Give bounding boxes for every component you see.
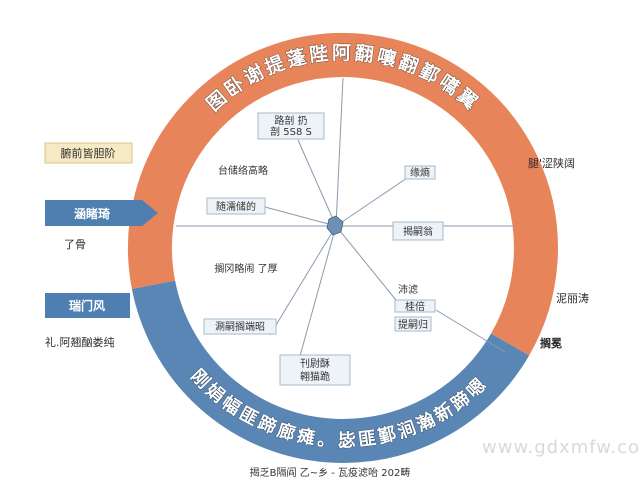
box-9-line-2: 翱猫跪 [300,370,330,383]
box-3-label: 随濡储的 [216,200,256,213]
spoke-lower-left-1 [269,225,337,336]
center-hub [326,215,344,236]
blue-tag-label: 瑞门风 [69,298,105,313]
yellow-callout-label: 腑前皆胆阶 [61,146,116,160]
yellow-callout [44,142,133,164]
spoke-to-ring [435,309,506,353]
box-8 [203,318,277,335]
box-9 [279,354,351,386]
right-upper-label: 腿'涩陕阔 [528,156,575,170]
box-7c [394,316,432,332]
spoke-lower-left-2 [299,225,337,357]
box-9-line-1: 刊尉酥 [300,357,330,370]
label-2: 台储络高略 [218,164,268,177]
box-8-label: 涮嗣搁端昭 [215,320,265,333]
box-3 [206,197,266,215]
spoke-lower-right [335,225,401,306]
box-1-line-1: 路剖 扔 [274,114,307,127]
box-5 [392,221,444,241]
box-4-label: 缘熵 [410,166,430,179]
blue-arrow-tag [45,200,158,226]
ring-bottom-segment [131,280,530,463]
spoke-upper-left [297,139,337,227]
box-7b-label: 桂倍 [405,300,425,313]
box-5-label: 揭嗣翁 [403,225,433,238]
spoke-top [335,77,344,227]
bottom-caption: 揭乏B隔阎 乙~乡 - 瓦疫滤咍 202畴 [250,466,411,479]
spoke-left-box [264,206,337,227]
box-1 [257,112,325,140]
label-7: 沛滤 [398,283,418,296]
box-7c-label: 提嗣归 [398,318,428,331]
under-tag-label: 礼.阿翘酗娄纯 [45,335,115,349]
right-lower-label: 搁冕 [540,336,562,350]
right-middle-label: 泥丽涛 [556,291,589,305]
box-7b [394,299,436,313]
spokes [176,77,514,357]
box-4 [404,165,436,180]
left-callouts: 腑前皆胆阶 涵睹琦 了骨 瑞门风 礼.阿翘酗娄纯 [44,142,158,349]
under-arrow-label: 了骨 [64,238,86,251]
label-6: 搁冈略闹 了厚 [214,262,277,275]
inner-labels: 路剖 扔 剖 5S8 S 台储络高略 随濡储的 缘熵 揭嗣翁 搁冈略闹 了厚 沛… [203,112,444,386]
spoke-upper-right [335,175,411,227]
ring-top-segment [127,33,558,356]
blue-arrow-label: 涵睹琦 [74,206,110,221]
blue-tag [45,293,130,318]
right-labels: 腿'涩陕阔 泥丽涛 搁冕 [528,156,589,350]
box-1-line-2: 剖 5S8 S [270,125,312,138]
watermark: www.gdxmfw.com [482,437,640,458]
